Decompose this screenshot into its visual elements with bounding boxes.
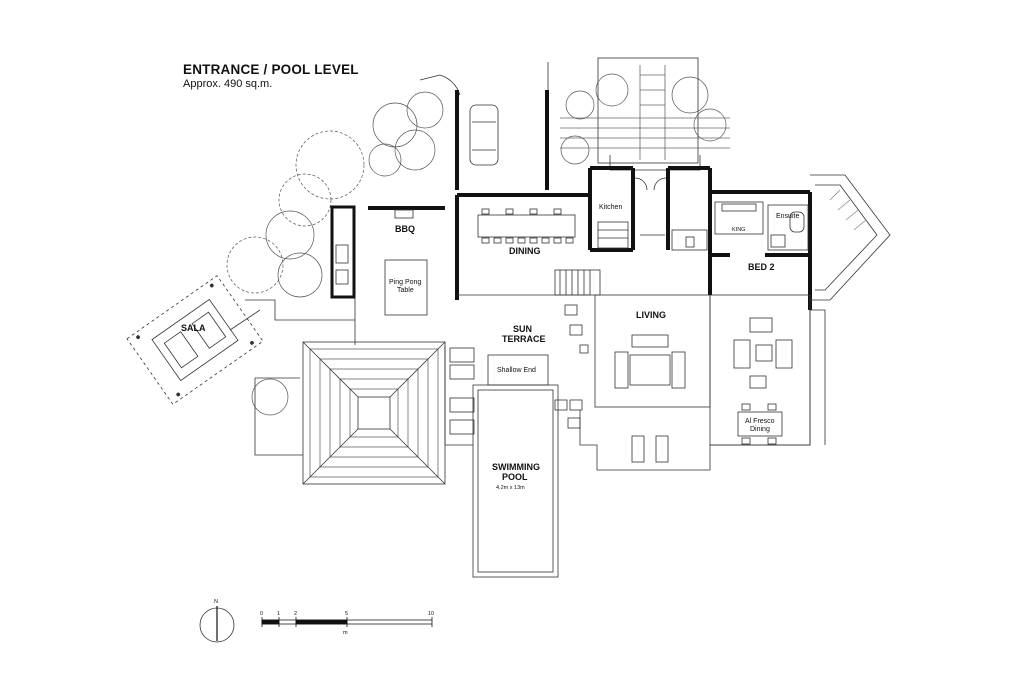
king-bed (714, 201, 764, 235)
scale-unit: m (343, 630, 348, 636)
label-swimming: SWIMMING (492, 462, 540, 472)
label-al-fresco: Al Fresco (745, 418, 775, 425)
label-dining-al-fresco: Dining (750, 426, 770, 433)
scale-tick-0: 0 (260, 611, 263, 617)
tree-icon (226, 73, 727, 416)
compass-north-label: N (214, 599, 218, 605)
ping-pong-table (384, 259, 428, 316)
scale-bar (261, 617, 433, 627)
label-sala: SALA (181, 323, 206, 333)
label-king: KING (732, 227, 745, 233)
label-table: Table (397, 287, 414, 294)
label-sun: SUN (513, 324, 532, 334)
label-terrace: TERRACE (502, 334, 546, 344)
scale-tick-2: 2 (294, 611, 297, 617)
plan-area: Approx. 490 sq.m. (183, 78, 273, 90)
label-kitchen: Kitchen (599, 204, 622, 211)
label-bbq: BBQ (395, 224, 415, 234)
north-arrow-icon (199, 606, 235, 643)
label-pool: POOL (502, 472, 528, 482)
al-fresco-table (737, 411, 783, 437)
label-living: LIVING (636, 310, 666, 320)
plan-title: ENTRANCE / POOL LEVEL (183, 62, 359, 77)
scale-tick-5: 5 (345, 611, 348, 617)
label-pool-size: 4.2m x 13m (496, 485, 525, 491)
sala-pavilion (126, 275, 264, 405)
label-bed2: BED 2 (748, 262, 775, 272)
label-shallow-end: Shallow End (497, 367, 536, 374)
car-icon (469, 104, 499, 166)
label-dining: DINING (509, 246, 541, 256)
dining-table (477, 214, 576, 238)
label-ping-pong: Ping Pong (389, 279, 421, 286)
scale-tick-10: 10 (428, 611, 434, 617)
pyramid-roof-pavilion (302, 341, 446, 485)
coffee-table (629, 354, 671, 386)
label-ensuite: Ensuite (776, 213, 799, 220)
scale-tick-1: 1 (277, 611, 280, 617)
